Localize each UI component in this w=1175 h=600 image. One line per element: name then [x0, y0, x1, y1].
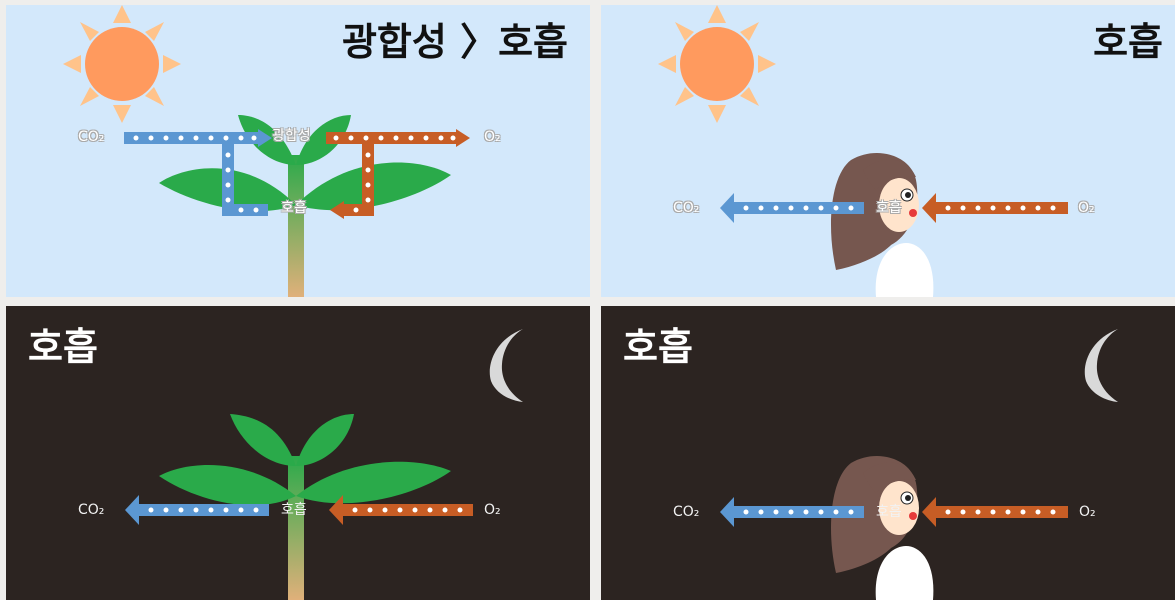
photosynthesis-label: 광합성	[272, 128, 311, 144]
person-night-art	[720, 329, 1118, 600]
co2-label: CO₂	[78, 129, 105, 145]
co2-arrow	[720, 193, 864, 223]
co2-label: CO₂	[673, 504, 700, 520]
respiration-label: 호흡	[876, 504, 902, 520]
co2-label: CO₂	[78, 502, 105, 518]
plant-night-art	[125, 329, 523, 600]
respiration-label: 호흡	[281, 502, 307, 518]
sun-icon	[658, 5, 776, 123]
sun-icon	[63, 5, 181, 123]
o2-label: O₂	[1078, 200, 1095, 216]
person-illustration	[831, 455, 934, 600]
co2-arrow	[125, 495, 269, 525]
co2-label: CO₂	[673, 200, 700, 216]
person-day-art	[658, 5, 1068, 297]
crescent-moon-icon	[1084, 329, 1118, 402]
panel-title: 호흡	[28, 325, 98, 369]
panel-title: 호흡	[1093, 20, 1163, 64]
crescent-moon-icon	[489, 329, 523, 402]
respiration-label: 호흡	[876, 200, 902, 216]
respiration-label: 호흡	[281, 200, 307, 216]
panel-title: 호흡	[623, 325, 693, 369]
panel-title: 광합성 〉호흡	[341, 20, 568, 64]
o2-label: O₂	[484, 129, 501, 145]
o2-arrow	[922, 193, 1068, 223]
panel-person-night: 호흡 CO₂ 호흡 O₂	[601, 306, 1175, 600]
plant-illustration	[159, 414, 451, 600]
co2-arrow	[720, 497, 864, 527]
o2-label: O₂	[1079, 504, 1096, 520]
co2-arrow-path	[124, 129, 272, 216]
plant-day-art	[63, 5, 470, 297]
o2-arrow	[329, 495, 473, 525]
o2-label: O₂	[484, 502, 501, 518]
panel-plant-night: 호흡 CO₂ 호흡 O₂	[6, 306, 590, 600]
panel-person-day: 호흡 CO₂ 호흡 O₂	[601, 5, 1175, 297]
person-illustration	[831, 152, 934, 297]
panel-plant-day: 광합성 〉호흡 CO₂ 광합성 O₂ 호흡	[6, 5, 590, 297]
o2-arrow-path	[326, 129, 470, 219]
o2-arrow	[922, 497, 1068, 527]
